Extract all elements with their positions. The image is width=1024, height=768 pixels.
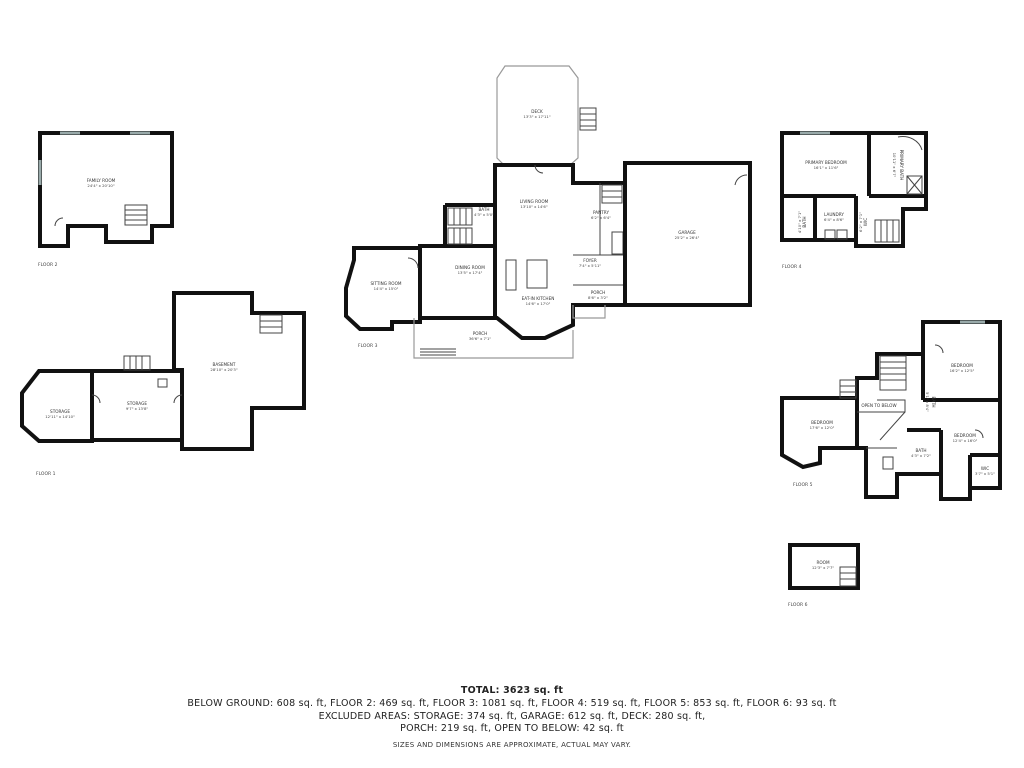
storage-1-dim: 9'7" x 13'8"	[126, 406, 149, 411]
excluded-areas: EXCLUDED AREAS: STORAGE: 374 sq. ft, GAR…	[318, 710, 706, 722]
kitchen-name: EAT-IN KITCHEN	[522, 296, 555, 301]
foyer-dim: 7'4" x 5'11"	[579, 263, 602, 268]
garage-dim: 25'2" x 26'4"	[675, 235, 700, 240]
primary-bedroom-dim: 16'1" x 11'6"	[814, 165, 839, 170]
bath-5b-name: BATH	[931, 396, 936, 407]
bedroom-c-name: BEDROOM	[954, 433, 976, 438]
porch-dim: 36'6" x 7'1"	[469, 336, 492, 341]
floor-6-label: FLOOR 6	[788, 602, 808, 608]
primary-bath-name: PRIMARY BATH	[899, 150, 904, 181]
bedroom-b-name: BEDROOM	[951, 363, 973, 368]
storage-2-name: STORAGE	[50, 409, 70, 414]
bath-5a-name: BATH	[915, 448, 926, 453]
floor-areas: BELOW GROUND: 608 sq. ft, FLOOR 2: 469 s…	[187, 698, 837, 709]
floor-1-label: FLOOR 1	[36, 471, 56, 477]
primary-bath-dim: 10'11" x 6'7"	[892, 153, 897, 178]
floor-5-label: FLOOR 5	[793, 482, 813, 488]
wic-4-name: WIC	[863, 218, 868, 226]
floor-2-plan: FAMILY ROOM 24'4" x 20'10" FLOOR 2	[38, 131, 174, 268]
floor-2-label: FLOOR 2	[38, 262, 58, 268]
floor-plan-drawing: FAMILY ROOM 24'4" x 20'10" FLOOR 2 BASEM…	[20, 65, 1002, 608]
half-bath-name: BATH	[478, 207, 489, 212]
sitting-room-dim: 14'4" x 15'0"	[374, 286, 399, 291]
bath-5a-dim: 4'3" x 7'2"	[911, 453, 931, 458]
living-room-name: LIVING ROOM	[520, 199, 549, 204]
room-6-name: ROOM	[816, 560, 830, 565]
bath-4-dim: 4'10" x 7'1"	[797, 211, 802, 234]
storage-1-name: STORAGE	[127, 401, 147, 406]
bedroom-c-dim: 12'4" x 16'0"	[953, 438, 978, 443]
floor-3-label: FLOOR 3	[358, 343, 378, 349]
open-to-below-label: OPEN TO BELOW	[861, 403, 896, 408]
bedroom-b-dim: 16'2" x 12'5"	[950, 368, 975, 373]
dining-room-dim: 13'5" x 17'4"	[458, 270, 483, 275]
area-summary: TOTAL: 3623 sq. ft BELOW GROUND: 608 sq.…	[0, 684, 1024, 749]
basement-dim: 28'10" x 20'3"	[210, 367, 237, 372]
garage-name: GARAGE	[678, 230, 696, 235]
storage-2-dim: 12'11" x 14'10"	[45, 414, 75, 419]
deck-dim: 13'3" x 17'11"	[523, 114, 550, 119]
foyer-name: FOYER	[583, 258, 597, 263]
laundry-dim: 6'4" x 8'6"	[824, 217, 844, 222]
floor-1-plan: BASEMENT 28'10" x 20'3" STORAGE 9'7" x 1…	[20, 291, 306, 477]
dining-room-name: DINING ROOM	[455, 265, 485, 270]
half-bath-dim: 4'3" x 5'0"	[474, 212, 494, 217]
bath-5b-dim: 5'1" x 8'4"	[925, 392, 930, 412]
floor-3-plan: DECK 13'3" x 17'11" LIVING ROOM 13'10" x…	[344, 65, 752, 359]
pantry-dim: 6'2" x 6'4"	[591, 215, 611, 220]
sitting-room-name: SITTING ROOM	[371, 281, 402, 286]
bedroom-a-name: BEDROOM	[811, 420, 833, 425]
basement-name: BASEMENT	[213, 362, 236, 367]
total-area: TOTAL: 3623 sq. ft	[460, 685, 564, 696]
small-porch-name: PORCH	[591, 290, 606, 295]
bath-4-name: BATH	[802, 216, 807, 227]
laundry-name: LAUNDRY	[824, 212, 844, 217]
kitchen-dim: 14'6" x 17'0"	[526, 301, 551, 306]
primary-bedroom-name: PRIMARY BEDROOM	[805, 160, 847, 165]
floor-4-plan: PRIMARY BEDROOM 16'1" x 11'6" LAUNDRY 6'…	[780, 131, 928, 270]
floor-4-label: FLOOR 4	[782, 264, 802, 270]
wic-4-dim: 6'2" x 7'1"	[858, 212, 863, 232]
small-porch-dim: 8'6" x 3'2"	[588, 295, 608, 300]
family-room-name: FAMILY ROOM	[87, 178, 116, 183]
living-room-dim: 13'10" x 14'6"	[520, 204, 547, 209]
excluded-areas-cont: PORCH: 219 sq. ft, OPEN TO BELOW: 42 sq.…	[400, 723, 624, 734]
pantry-name: PANTRY	[593, 210, 609, 215]
deck-name: DECK	[531, 109, 543, 114]
floor-6-plan: ROOM 12'3" x 7'7" FLOOR 6	[788, 543, 860, 608]
disclaimer: SIZES AND DIMENSIONS ARE APPROXIMATE, AC…	[392, 740, 632, 749]
floor-5-plan: BEDROOM 17'6" x 12'0" BEDROOM 16'2" x 12…	[780, 320, 1002, 501]
family-room-dim: 24'4" x 20'10"	[87, 183, 114, 188]
wic-5-dim: 3'7" x 5'1"	[975, 471, 995, 476]
wic-5-name: WIC	[981, 466, 989, 471]
room-6-dim: 12'3" x 7'7"	[812, 565, 835, 570]
bedroom-a-dim: 17'6" x 12'0"	[810, 425, 835, 430]
porch-name: PORCH	[473, 331, 488, 336]
